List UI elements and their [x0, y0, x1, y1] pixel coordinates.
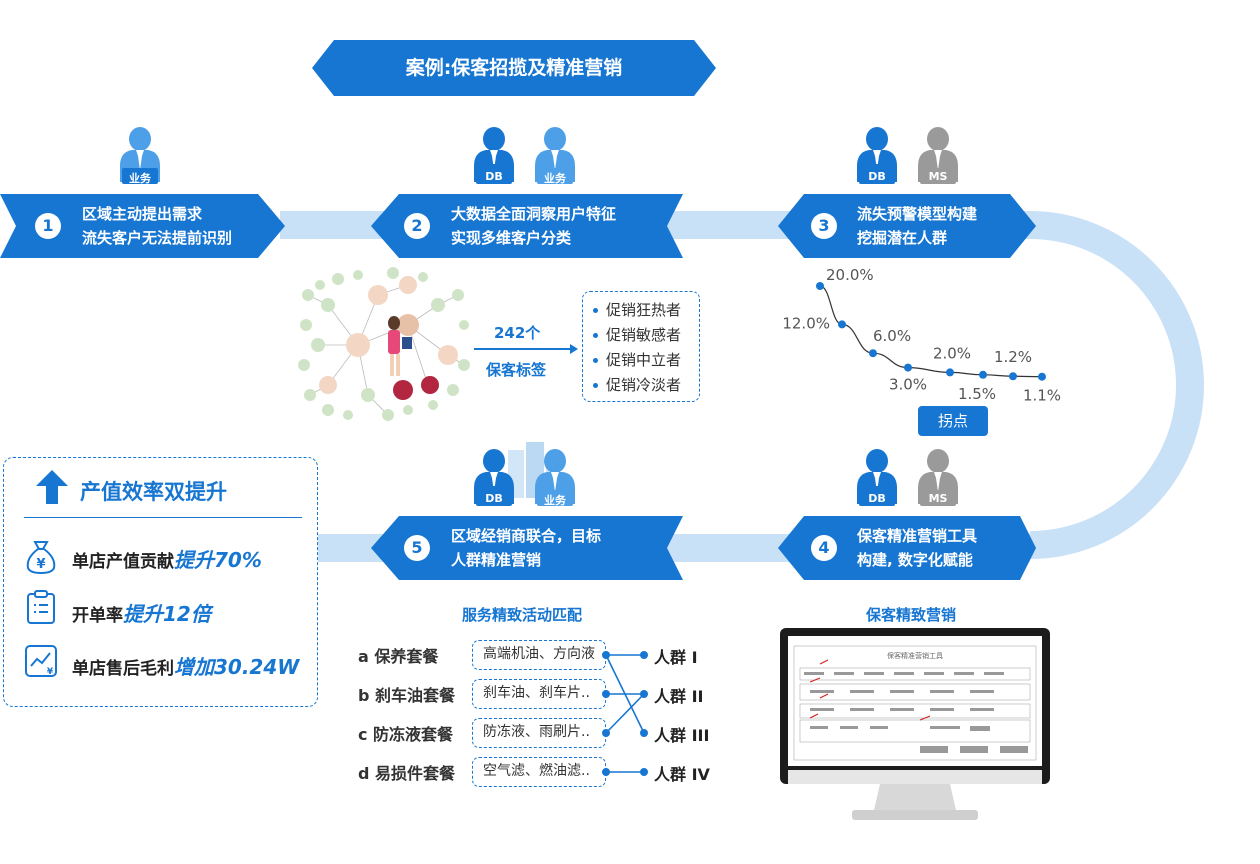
role-badge: MS [928, 170, 948, 183]
package-label: d 易损件套餐 [358, 764, 456, 783]
divider [24, 517, 302, 518]
data-label: 1.5% [958, 385, 996, 403]
person-icon [918, 127, 958, 184]
step-4-arrow [778, 516, 1036, 580]
step-2-number: 2 [404, 213, 430, 239]
list-item: 促销狂热者 [593, 298, 699, 323]
crowd-label: 人群 III [654, 726, 710, 745]
match-connectors [602, 651, 648, 776]
package-label: b 刹车油套餐 [358, 686, 456, 705]
person-icon [120, 127, 160, 184]
screen-title: 保客精准营销工具 [887, 651, 943, 660]
service-box: 高端机油、方向液 [472, 640, 606, 670]
person-icon [474, 449, 514, 506]
marketing-title: 保客精致营销 [866, 606, 957, 624]
person-icon [474, 127, 514, 184]
crowd-label: 人群 I [654, 648, 698, 667]
crowd-label: 人群 II [654, 687, 704, 706]
money-bag-icon: ¥ [26, 541, 56, 574]
service-box: 空气滤、燃油滤.. [472, 757, 606, 787]
data-label: 3.0% [889, 376, 927, 394]
step-1-number: 1 [35, 213, 61, 239]
step-1-text: 区域主动提出需求流失客户无法提前识别 [82, 205, 233, 247]
title-banner [312, 40, 716, 96]
data-label: 1.2% [994, 348, 1032, 366]
tag-category-list: 促销狂热者 促销敏感者 促销中立者 促销冷淡者 [582, 291, 700, 402]
clipboard-icon [27, 590, 55, 624]
inflection-point-badge: 拐点 [918, 406, 988, 436]
role-badge: DB [485, 170, 503, 183]
data-label: 6.0% [873, 327, 911, 345]
chart-point [946, 368, 954, 377]
step-4-number: 4 [811, 535, 837, 561]
data-label: 2.0% [933, 344, 971, 362]
tag-count: 242个 [494, 324, 541, 342]
list-item: 促销敏感者 [593, 323, 699, 348]
role-badge: 业务 [544, 172, 566, 185]
role-badge: DB [485, 492, 503, 505]
kpi-title: 产值效率双提升 [80, 480, 227, 504]
step-5-number: 5 [404, 535, 430, 561]
chart-point [979, 370, 987, 379]
page-title: 案例:保客招揽及精准营销 [405, 57, 623, 79]
chart-point [904, 363, 912, 372]
arrow-right-icon [474, 344, 578, 354]
step-5-text: 区域经销商联合，目标人群精准营销 [451, 527, 602, 569]
step-5-arrow [371, 516, 683, 580]
step-3-text: 流失预警模型构建挖掘潜在人群 [857, 205, 978, 247]
step-2-text: 大数据全面洞察用户特征实现多维客户分类 [451, 205, 617, 247]
chart-point [838, 320, 846, 329]
step-3-number: 3 [811, 213, 837, 239]
kpi-item-2: 开单率提升12倍 [72, 602, 211, 626]
tag-network-graphic [298, 267, 470, 421]
trend-chart-icon: ¥ [25, 645, 57, 677]
role-badge: DB [868, 170, 886, 183]
churn-curve-chart: 20.0% 12.0% 6.0% 3.0% 2.0% 1.5% 1.2% 1.1% [782, 266, 1061, 405]
svg-text:¥: ¥ [36, 557, 45, 572]
step-3-arrow [778, 194, 1036, 258]
step-4-text: 保客精准营销工具构建, 数字化赋能 [857, 527, 978, 569]
kpi-panel [3, 457, 318, 707]
chart-point [816, 282, 824, 290]
role-badge: 业务 [544, 494, 566, 507]
step-1-arrow [0, 194, 285, 258]
service-box: 防冻液、雨刷片.. [472, 718, 606, 748]
role-badge: DB [868, 492, 886, 505]
step-2-arrow [371, 194, 683, 258]
person-icon [857, 449, 897, 506]
tag-label: 保客标签 [486, 361, 547, 379]
list-item: 促销冷淡者 [593, 373, 699, 398]
chart-point [869, 349, 877, 358]
person-icon [918, 449, 958, 506]
list-item: 促销中立者 [593, 348, 699, 373]
arrow-up-icon [36, 470, 68, 504]
package-label: c 防冻液套餐 [358, 725, 454, 744]
chart-point [1038, 372, 1046, 381]
data-label: 1.1% [1023, 387, 1061, 405]
person-icon [535, 449, 575, 506]
data-label: 12.0% [782, 314, 830, 332]
chart-point [1009, 372, 1017, 381]
kpi-item-3: 单店售后毛利增加30.24W [72, 655, 300, 679]
kpi-item-1: 单店产值贡献提升70% [72, 548, 262, 572]
svg-text:¥: ¥ [47, 667, 54, 677]
role-badge: 业务 [129, 172, 151, 185]
service-box: 刹车油、刹车片.. [472, 679, 606, 709]
crowd-label: 人群 IV [654, 765, 710, 784]
monitor-graphic: 保客精准营销工具 [780, 628, 1050, 820]
role-badge: MS [928, 492, 948, 505]
data-label: 20.0% [826, 266, 874, 284]
person-icon [857, 127, 897, 184]
person-icon [535, 127, 575, 184]
service-match-title: 服务精致活动匹配 [462, 606, 583, 624]
package-label: a 保养套餐 [358, 647, 439, 666]
